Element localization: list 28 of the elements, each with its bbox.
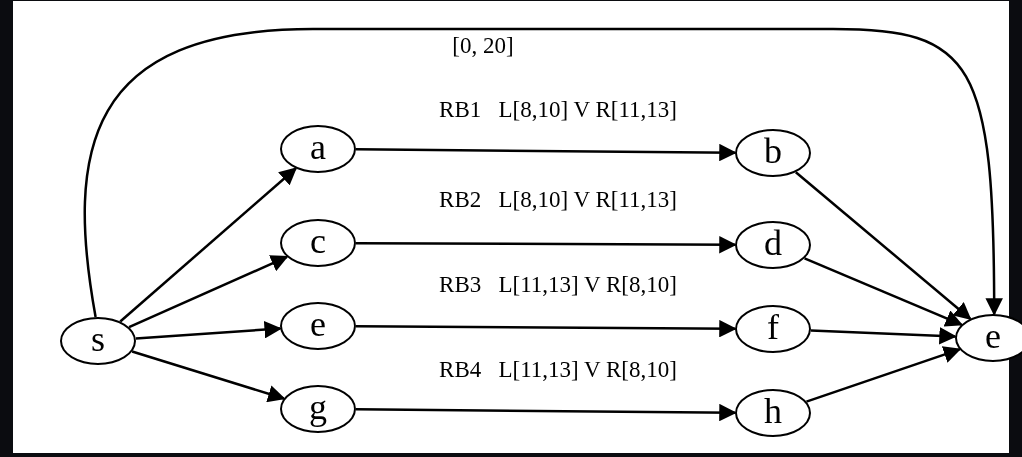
arrow (810, 327, 957, 345)
node-label: e (985, 318, 1001, 354)
arrow (119, 167, 298, 323)
arrow (131, 350, 286, 403)
state-ellipse (280, 385, 356, 433)
state-ellipse (955, 314, 1022, 362)
node-label: a (310, 129, 326, 165)
node-label: s (91, 321, 105, 357)
state-ellipse (280, 125, 356, 173)
arrow (135, 320, 282, 340)
node-label: e (310, 306, 326, 342)
arrow (356, 403, 737, 422)
arrow (356, 143, 737, 162)
node-label: c (310, 223, 326, 259)
node-label: g (309, 389, 327, 425)
node-label: d (764, 225, 782, 261)
arrow (806, 346, 962, 403)
node-label: f (767, 309, 779, 345)
state-ellipse (280, 219, 356, 267)
arrow (795, 171, 972, 320)
arrow (356, 236, 737, 254)
arrow (356, 319, 737, 338)
arrow (83, 27, 1003, 318)
node-label: h (764, 393, 782, 429)
state-ellipse (735, 389, 811, 437)
node-label: b (764, 133, 782, 169)
state-ellipse (735, 221, 811, 269)
state-ellipse (60, 317, 136, 365)
